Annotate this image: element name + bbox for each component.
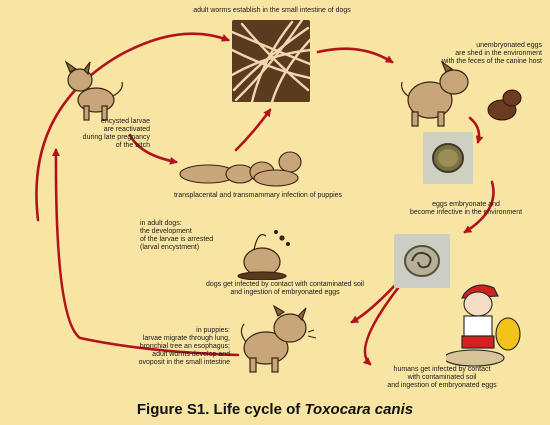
- arrow-embryonated-to-human: [362, 286, 400, 366]
- caption-prefix: Figure S1. Life cycle of: [136, 401, 305, 418]
- adult-dog-illustration: [64, 60, 123, 121]
- arrow-feces-to-egg: [468, 116, 484, 144]
- arrow-puppy-to-bitch: [51, 148, 240, 357]
- puppies-nursing-illustration: [179, 151, 302, 187]
- arrow-bitch-to-puppies: [128, 133, 178, 165]
- embryonated-egg-photo: [394, 234, 450, 288]
- label-transplacental: transplacental and transmammary infectio…: [173, 192, 343, 199]
- dark-puppy-illustration: [487, 89, 522, 121]
- label-unembryonated-eggs: unembryonated eggs are shed in the envir…: [441, 42, 542, 65]
- dog-defecating-illustration: [401, 60, 469, 127]
- label-adult-worms: adult worms establish in the small intes…: [193, 7, 351, 14]
- label-adult-dogs: in adult dogs: the development of the la…: [140, 220, 214, 251]
- caption-species: Toxocara canis: [304, 401, 414, 418]
- arrow-egg-to-embryonated: [463, 180, 495, 234]
- label-humans-infected: humans get infected by contact with cont…: [387, 366, 497, 389]
- figure-caption: Figure S1. Life cycle of Toxocara canis: [0, 401, 550, 418]
- label-dogs-infected: dogs get infected by contact with contam…: [206, 281, 364, 296]
- label-puppies-migration: in puppies: larvae migrate through lung,…: [138, 327, 230, 366]
- label-eggs-embryonate: eggs embryonate and become infective in …: [409, 201, 523, 216]
- arrow-worms-to-feces: [316, 47, 394, 64]
- coughing-puppy-illustration: [240, 304, 317, 373]
- adult-worms-photo: [232, 20, 310, 102]
- arrow-embryonated-to-dog: [350, 280, 400, 324]
- child-eating-soil-illustration: [446, 284, 521, 367]
- arrow-puppies-to-worms: [234, 108, 272, 152]
- label-encysted-larvae: encysted larvae are reactivated during l…: [82, 118, 150, 149]
- unembryonated-egg-photo: [423, 132, 473, 184]
- arrow-outer-loop: [35, 32, 230, 222]
- digging-dog-illustration: [237, 229, 291, 280]
